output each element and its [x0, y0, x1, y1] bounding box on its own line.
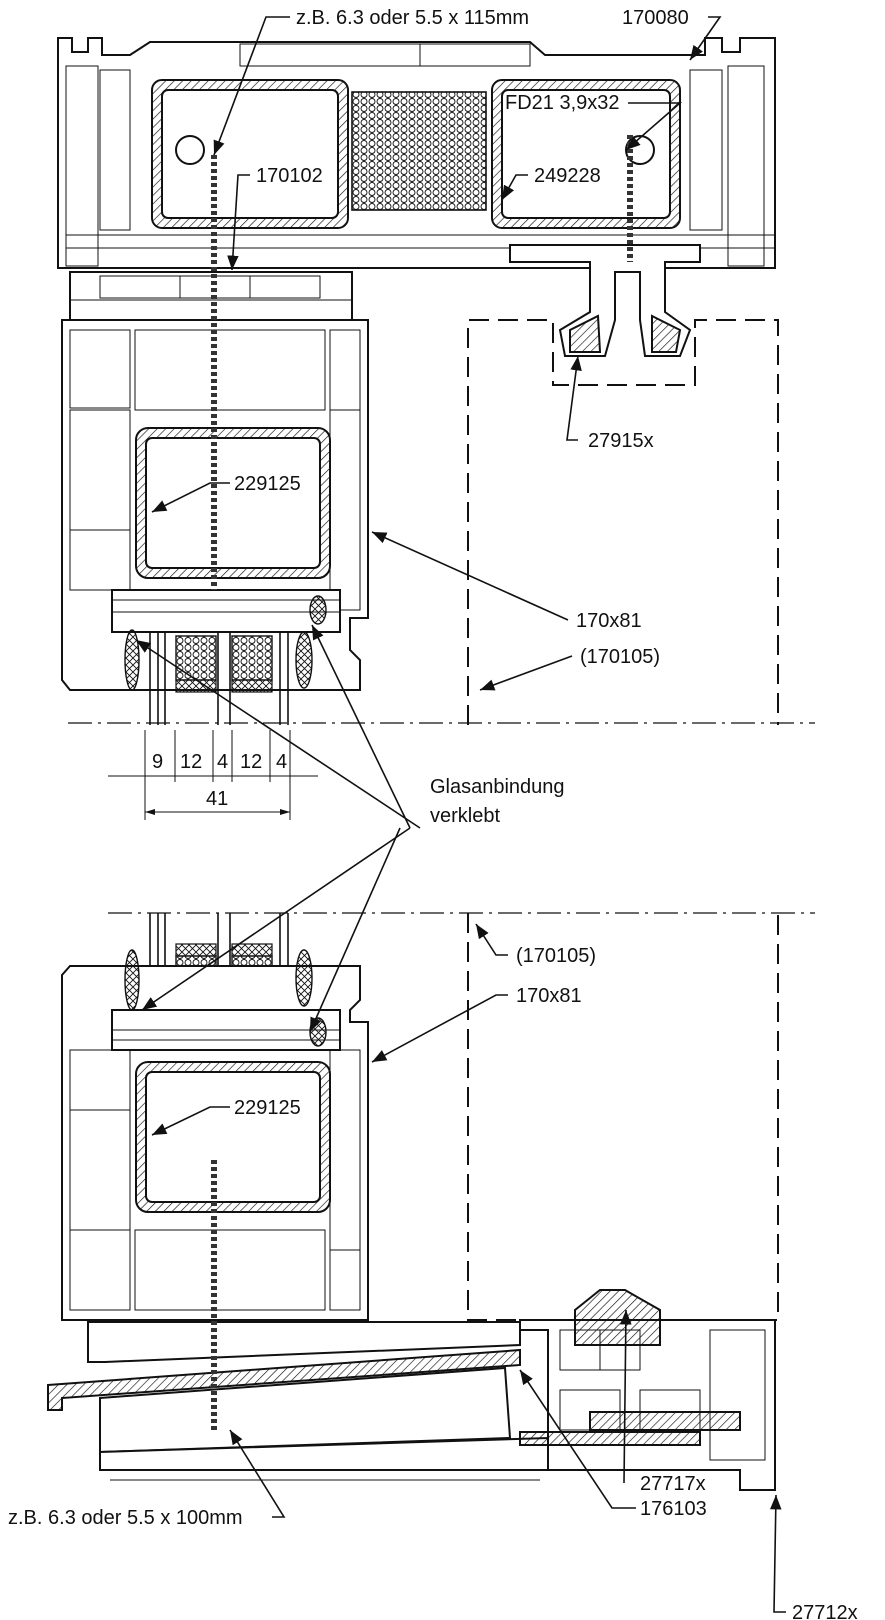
lower-sash-profile — [61, 949, 369, 1321]
label-sash-upper: 170x81 — [576, 610, 642, 632]
upper-glazing-unit — [149, 632, 289, 725]
adapter-profile — [509, 244, 701, 357]
label-glass-bond-line1: Glasanbindung — [430, 776, 565, 798]
label-screw-top: z.B. 6.3 oder 5.5 x 115mm — [296, 7, 529, 29]
dim-total: 41 — [206, 788, 228, 810]
dim-4b: 4 — [276, 751, 287, 773]
label-sill-part-b: 176103 — [640, 1498, 707, 1520]
label-reinforcement-lower: 229125 — [234, 1097, 301, 1119]
label-screw-fd: FD21 3,9x32 — [505, 92, 620, 114]
label-sash-lower-alt: (170105) — [516, 945, 596, 967]
dim-4a: 4 — [217, 751, 228, 773]
label-sash-upper-alt: (170105) — [580, 646, 660, 668]
alternative-sash-outline-lower — [467, 913, 779, 1321]
top-frame-profile — [57, 37, 776, 269]
dim-12b: 12 — [240, 751, 262, 773]
label-sash-lower: 170x81 — [516, 985, 582, 1007]
label-sill-frame: 27712x — [792, 1602, 858, 1620]
dim-12a: 12 — [180, 751, 202, 773]
sill-frame-profile — [47, 1289, 776, 1491]
leader-lines — [135, 16, 786, 1613]
label-glass-bond-line2: verklebt — [430, 805, 500, 827]
label-coupling: 170102 — [256, 165, 323, 187]
alternative-sash-outline-upper — [467, 319, 779, 725]
label-reinforcement-top-frame: 249228 — [534, 165, 601, 187]
label-adapter: 27915x — [588, 430, 654, 452]
label-screw-bottom: z.B. 6.3 oder 5.5 x 100mm — [8, 1507, 243, 1529]
label-reinforcement-upper: 229125 — [234, 473, 301, 495]
glass-dimension-chain — [108, 730, 318, 820]
label-frame-top: 170080 — [622, 7, 689, 29]
label-sill-part-a: 27717x — [640, 1473, 706, 1495]
dim-9: 9 — [152, 751, 163, 773]
